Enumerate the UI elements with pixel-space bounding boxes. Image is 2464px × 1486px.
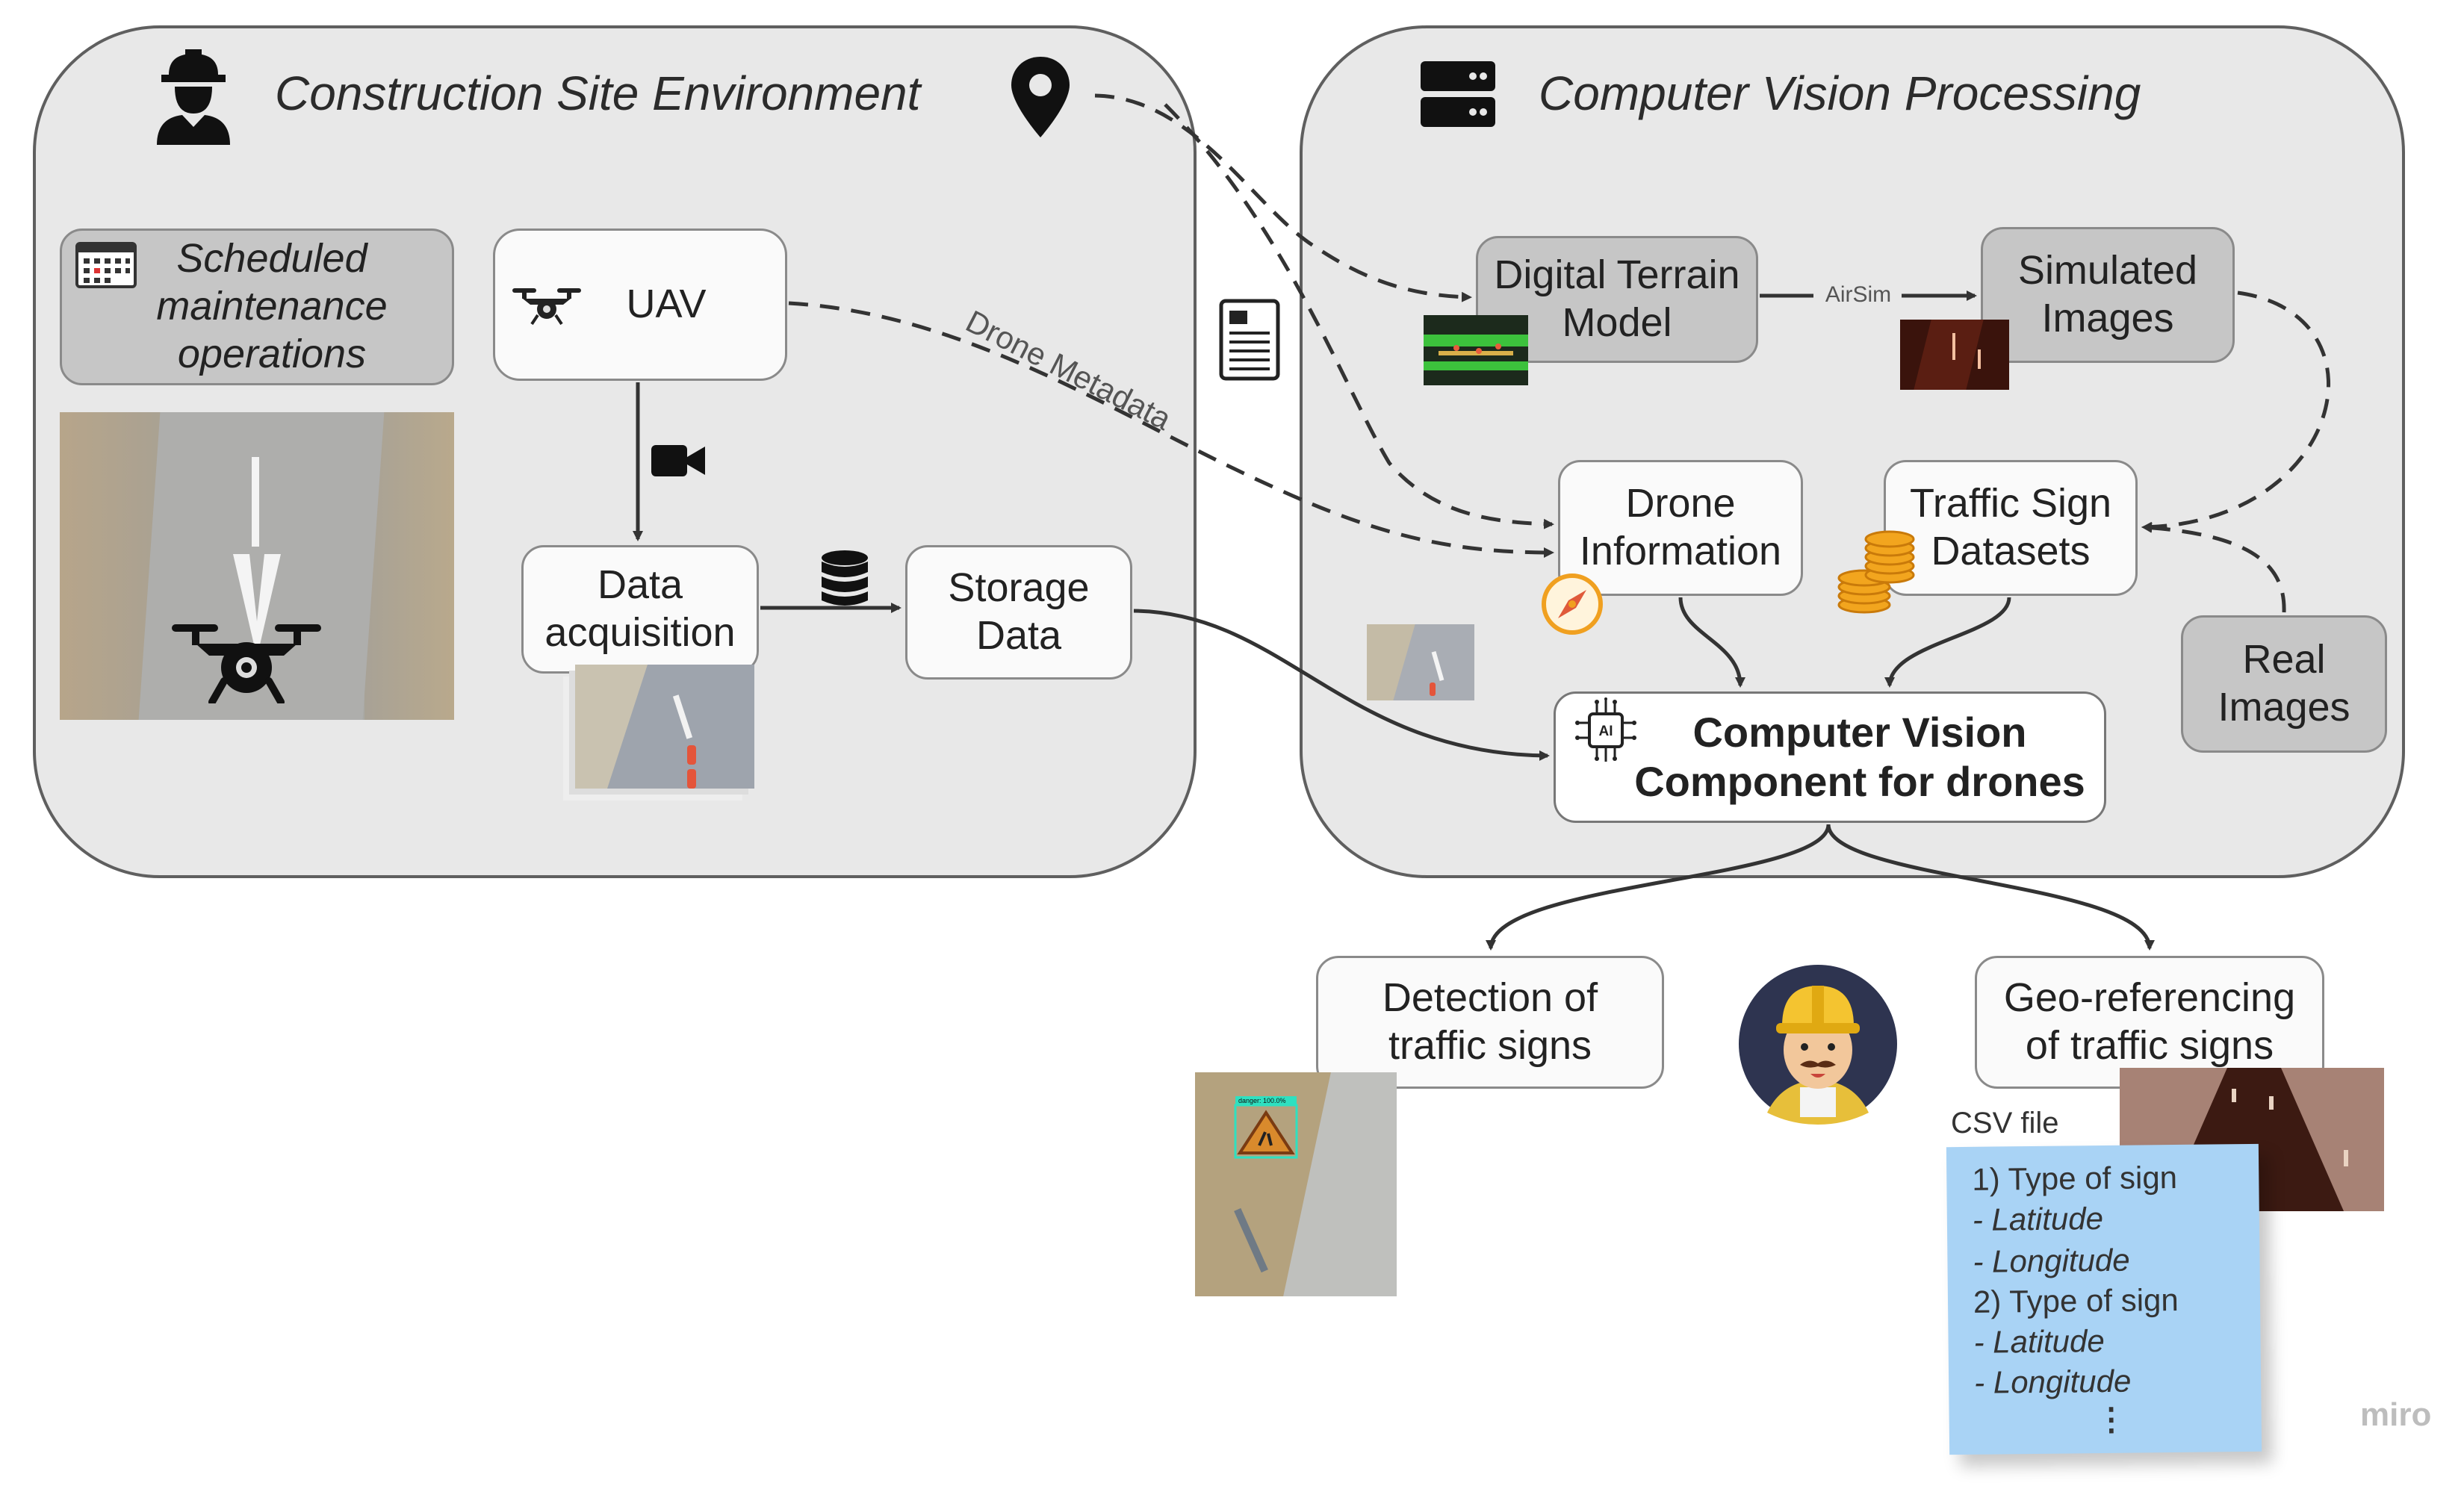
- ai-chip-label: AI: [1599, 724, 1613, 739]
- document-icon: [1219, 299, 1280, 381]
- georeferencing-box: Geo-referencing of traffic signs: [1975, 956, 2324, 1089]
- engineer-avatar: [1739, 965, 1897, 1125]
- road-thumbnail: [1367, 624, 1474, 700]
- data-acquisition-box: Data acquisition: [521, 545, 759, 674]
- csv-file-label: CSV file: [1951, 1107, 2059, 1140]
- acquired-frames-photo: [575, 665, 754, 789]
- pin-to-droneinfo-dashed-arrow: [1164, 103, 1554, 529]
- cv-component-label: Computer Vision Component for drones: [1634, 708, 2085, 805]
- location-pin-icon: [1011, 57, 1070, 137]
- traffic-sign-datasets-box: Traffic Sign Datasets: [1884, 460, 2138, 596]
- cv-component-box: Computer Vision Component for drones: [1554, 691, 2106, 823]
- real-images-box: Real Images: [2181, 615, 2387, 753]
- miro-watermark: miro: [2360, 1396, 2432, 1433]
- drone-metadata-label: Drone Metadata: [961, 303, 1177, 437]
- ai-chip-icon: AI: [1575, 697, 1636, 762]
- drone-information-box: Drone Information: [1558, 460, 1803, 596]
- droneinfo-to-cv-arrow: [1678, 597, 1745, 688]
- detection-label: Detection of traffic signs: [1382, 975, 1598, 1068]
- airsim-label: AirSim: [1825, 282, 1891, 307]
- simulated-to-datasets-dashed-arrow: [2141, 290, 2330, 532]
- runway-photo: [60, 412, 454, 720]
- simulated-images-label: Simulated Images: [2017, 248, 2198, 341]
- scheduled-maintenance-label: Scheduled maintenance operations: [156, 236, 388, 376]
- traffic-sign-datasets-label: Traffic Sign Datasets: [1909, 481, 2112, 573]
- realimages-to-datasets-dashed-arrow: [2141, 522, 2286, 613]
- drone-overlay-icon: [172, 624, 321, 703]
- simulated-thumbnail: [1900, 320, 2009, 390]
- cv-to-detection-arrow: [1486, 824, 1831, 951]
- datasets-to-cv-arrow: [1884, 597, 2011, 688]
- drone-icon: [512, 288, 581, 326]
- uav-box: UAV: [493, 229, 787, 381]
- detection-photo: danger: 100.0%: [1195, 1072, 1397, 1296]
- drone-information-label: Drone Information: [1579, 481, 1782, 573]
- database-icon: [822, 550, 868, 606]
- construction-site-title: Construction Site Environment: [275, 66, 921, 120]
- calendar-icon: [75, 242, 137, 288]
- uav-label: UAV: [626, 282, 707, 327]
- metadata-dashed-arrow: [788, 301, 1554, 558]
- worker-icon: [157, 49, 230, 145]
- storage-data-box: Storage Data: [905, 545, 1132, 680]
- storage-data-label: Storage Data: [948, 565, 1090, 658]
- compass-icon: [1542, 573, 1603, 635]
- cv-to-georef-arrow: [1826, 824, 2155, 951]
- real-images-label: Real Images: [2218, 637, 2350, 730]
- georeferencing-label: Geo-referencing of traffic signs: [2003, 975, 2296, 1068]
- terrain-thumbnail: [1424, 315, 1528, 385]
- pin-to-dtm-dashed-arrow: [1094, 93, 1472, 302]
- detection-box: Detection of traffic signs: [1316, 956, 1664, 1089]
- digital-terrain-model-box: Digital Terrain Model: [1476, 236, 1758, 363]
- storage-to-cv-arrow: [1133, 609, 1550, 761]
- coins-icon: [1837, 530, 1915, 614]
- detection-confidence-label: danger: 100.0%: [1238, 1097, 1286, 1104]
- data-acquisition-label: Data acquisition: [544, 562, 736, 655]
- simulated-images-box: Simulated Images: [1981, 227, 2235, 363]
- digital-terrain-model-label: Digital Terrain Model: [1494, 252, 1740, 345]
- server-icon: [1421, 61, 1495, 127]
- video-camera-icon: [651, 445, 705, 476]
- computer-vision-title: Computer Vision Processing: [1539, 66, 2141, 120]
